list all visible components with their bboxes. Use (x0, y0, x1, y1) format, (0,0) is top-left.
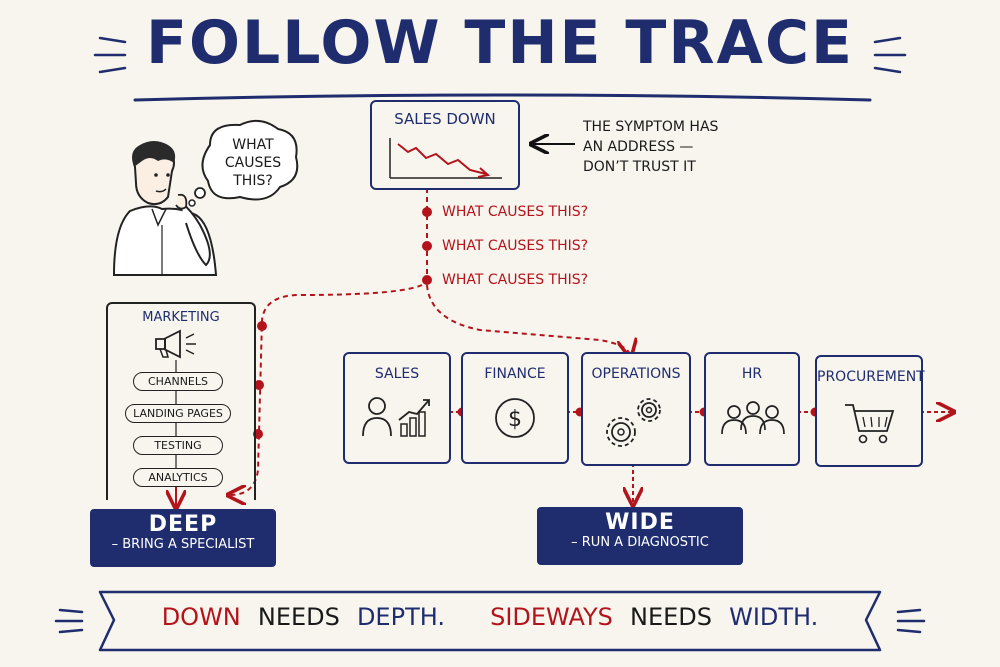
gears-icon (606, 398, 661, 447)
marketing-label: MARKETING (142, 310, 220, 325)
department-sales: SALES (343, 352, 451, 464)
department-procurement: PROCUREMENT (815, 355, 925, 467)
title-decoration (93, 36, 907, 102)
deep-subtitle: – BRING A SPECIALIST (111, 537, 255, 552)
marketing-item: LANDING PAGES (125, 404, 231, 423)
cart-icon (845, 404, 895, 444)
footer-slogan: DOWN NEEDS DEPTH. SIDEWAYS NEEDS WIDTH. (100, 603, 880, 631)
deep-title: DEEP (148, 512, 218, 537)
marketing-item: ANALYTICS (133, 468, 223, 487)
marketing-item: TESTING (133, 436, 223, 455)
footer-down: DOWN (161, 603, 241, 631)
thinking-person-illustration (112, 119, 299, 276)
symptom-note: THE SYMPTOM HAS AN ADDRESS — DON’T TRUST… (583, 117, 718, 177)
footer-depth: DEPTH. (356, 603, 445, 631)
department-hr: HR (704, 352, 800, 466)
question-label: WHAT CAUSES THIS? (442, 272, 589, 288)
trend-down-icon (389, 138, 502, 179)
thought-line: CAUSES (224, 155, 282, 171)
footer-sideways: SIDEWAYS (490, 603, 613, 631)
megaphone-icon (155, 329, 196, 359)
department-label: OPERATIONS (591, 366, 681, 382)
symptom-note-line: THE SYMPTOM HAS (583, 119, 719, 135)
department-label: HR (741, 366, 763, 382)
person-chart-icon (362, 397, 430, 437)
department-label: PROCUREMENT (817, 369, 925, 385)
symptom-box: SALES DOWN (370, 100, 520, 190)
thought-line: THIS? (233, 173, 273, 189)
wide-subtitle: – RUN A DIAGNOSTIC (571, 535, 709, 550)
question-label: WHAT CAUSES THIS? (442, 204, 589, 220)
dollar-icon: $ (495, 398, 535, 438)
wide-title: WIDE (605, 510, 675, 535)
footer-ribbon (54, 590, 926, 652)
marketing-item: CHANNELS (133, 372, 223, 391)
department-label: FINANCE (484, 366, 546, 382)
svg-text:$: $ (508, 407, 522, 432)
thought-line: WHAT (232, 137, 274, 153)
deep-banner: DEEP – BRING A SPECIALIST (90, 509, 276, 567)
symptom-note-line: AN ADDRESS — (583, 139, 694, 155)
department-finance: FINANCE $ (461, 352, 569, 464)
symptom-label: SALES DOWN (394, 110, 496, 128)
symptom-note-line: DON’T TRUST IT (583, 159, 696, 175)
footer-needs: NEEDS (630, 603, 712, 631)
page-title: FOLLOW THE TRACE (146, 8, 854, 78)
department-operations: OPERATIONS (581, 352, 691, 466)
question-label: WHAT CAUSES THIS? (442, 238, 589, 254)
footer-needs: NEEDS (257, 603, 340, 631)
thought-bubble-text: WHAT CAUSES THIS? (208, 136, 298, 190)
footer-width: WIDTH. (729, 603, 819, 631)
department-label: SALES (374, 366, 420, 382)
marketing-panel (106, 302, 256, 500)
wide-banner: WIDE – RUN A DIAGNOSTIC (537, 507, 743, 565)
team-icon (721, 401, 785, 435)
